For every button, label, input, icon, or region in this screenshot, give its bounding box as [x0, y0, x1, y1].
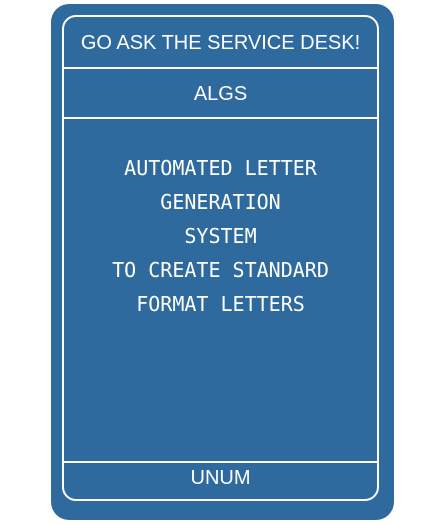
- card-title: GO ASK THE SERVICE DESK!: [64, 17, 377, 69]
- card-footer: UNUM: [64, 461, 377, 499]
- description-line: AUTOMATED LETTER: [124, 156, 317, 180]
- system-acronym: ALGS: [64, 69, 377, 119]
- description-line: GENERATION: [160, 190, 281, 214]
- description-line: TO CREATE STANDARD: [112, 258, 329, 282]
- service-card: [51, 4, 394, 520]
- description-line: SYSTEM: [184, 224, 257, 248]
- system-description: AUTOMATED LETTER GENERATION SYSTEM TO CR…: [64, 151, 377, 321]
- description-line: FORMAT LETTERS: [136, 292, 305, 316]
- service-card-frame: GO ASK THE SERVICE DESK! ALGS AUTOMATED …: [62, 15, 379, 501]
